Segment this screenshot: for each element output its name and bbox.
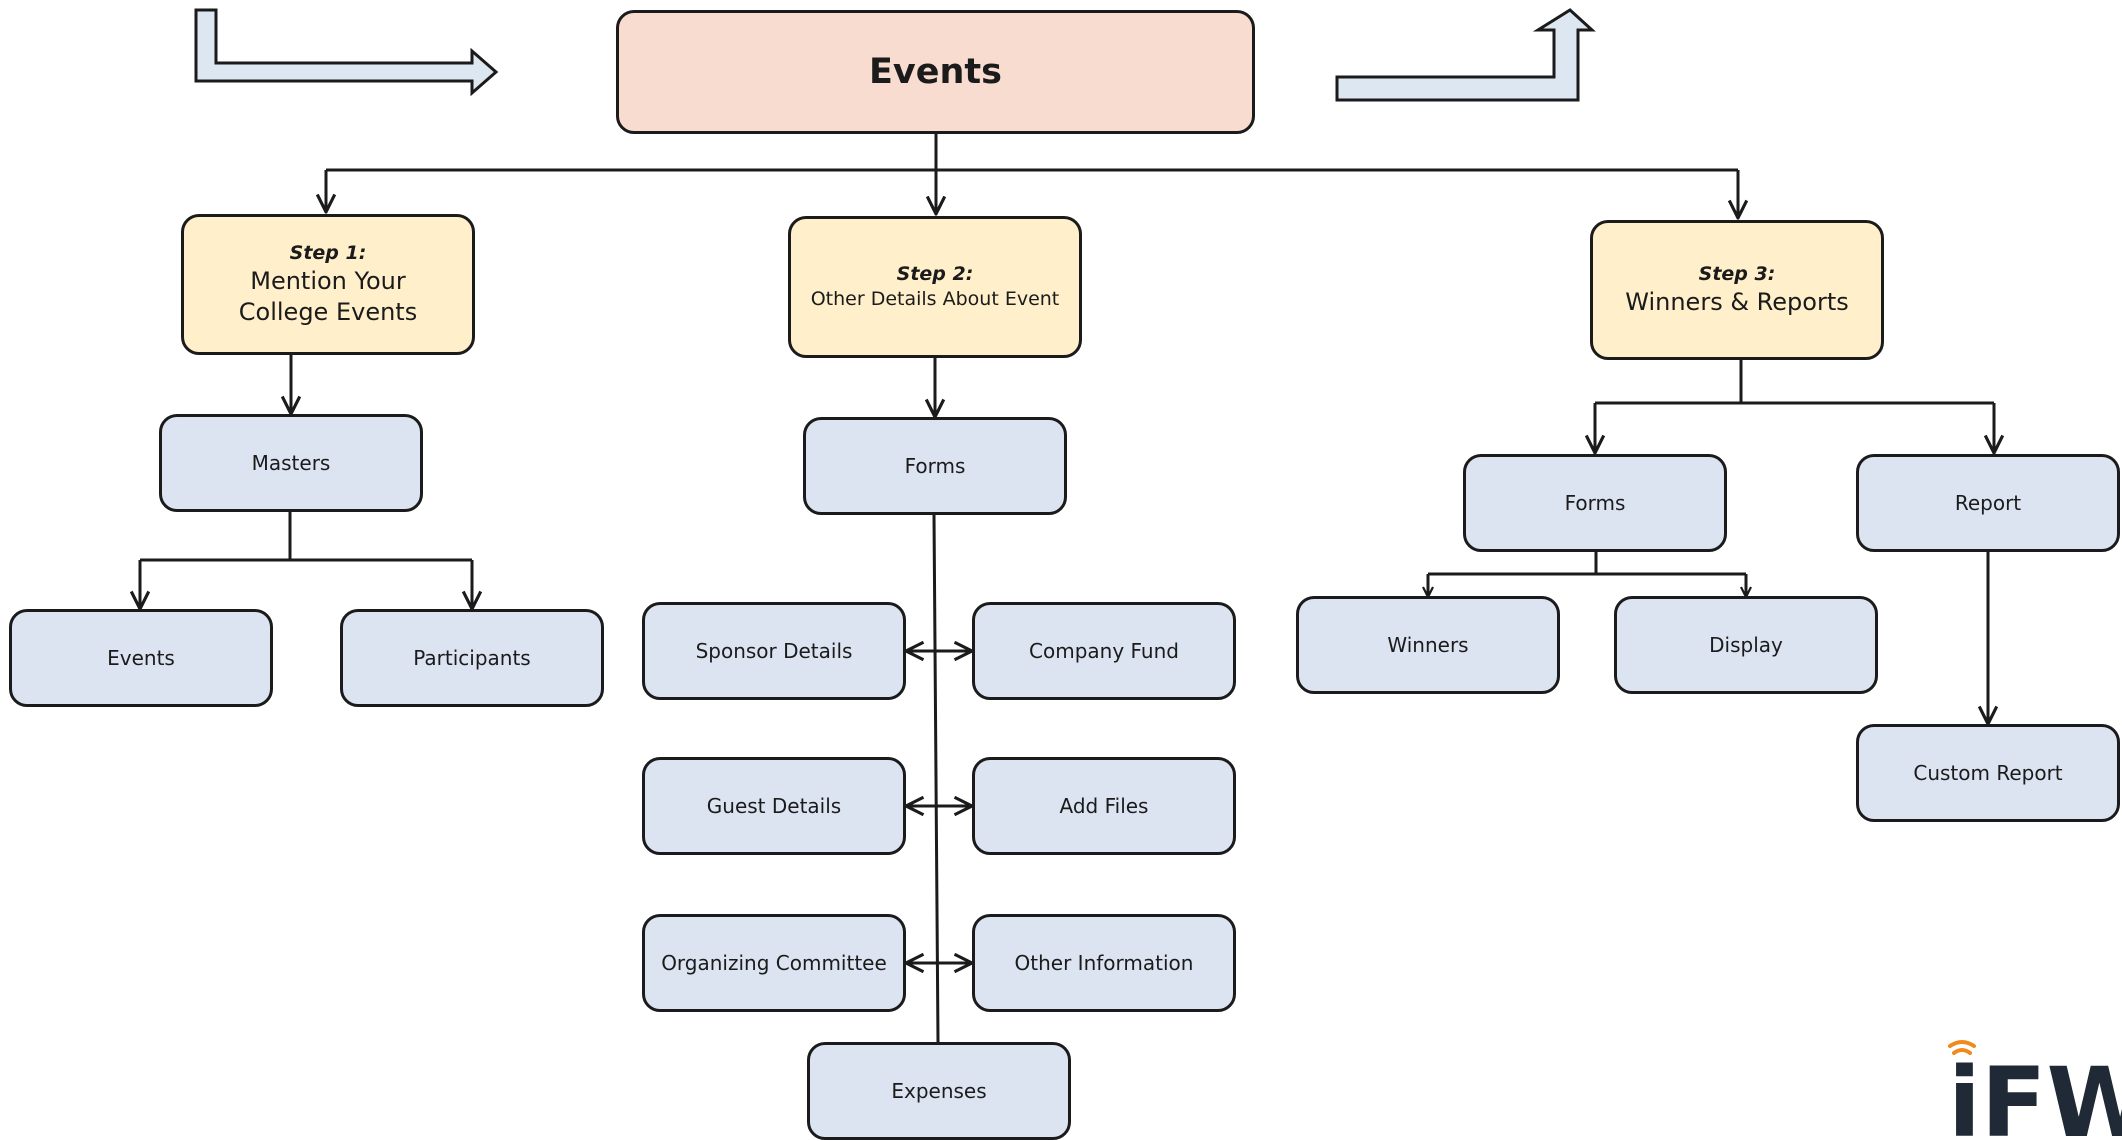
expenses-label: Expenses <box>891 1079 987 1103</box>
expenses-node: Expenses <box>807 1042 1071 1140</box>
display-label: Display <box>1709 633 1783 657</box>
decorative-arrow-left-icon <box>194 8 499 97</box>
report-node: Report <box>1856 454 2120 552</box>
sponsor-details-node: Sponsor Details <box>642 602 906 700</box>
decorative-arrow-right-icon <box>1335 8 1596 102</box>
events-label: Events <box>107 646 175 670</box>
step3-node: Step 3: Winners & Reports <box>1590 220 1884 360</box>
step1-label: Step 1: <box>289 241 367 264</box>
company-fund-node: Company Fund <box>972 602 1236 700</box>
step3-text: Winners & Reports <box>1625 287 1849 316</box>
display-node: Display <box>1614 596 1878 694</box>
forms-node-step2: Forms <box>803 417 1067 515</box>
forms-node-step3: Forms <box>1463 454 1727 552</box>
add-files-node: Add Files <box>972 757 1236 855</box>
step2-label: Step 2: <box>896 263 974 286</box>
other-information-label: Other Information <box>1014 951 1194 975</box>
logo-text: iFW <box>1948 1047 2122 1141</box>
company-fund-label: Company Fund <box>1029 639 1179 663</box>
winners-label: Winners <box>1387 633 1469 657</box>
events-node: Events <box>9 609 273 707</box>
forms-label-step3: Forms <box>1564 491 1626 515</box>
forms-label-step2: Forms <box>904 454 966 478</box>
step1-text: Mention Your College Events <box>238 266 418 326</box>
step2-text: Other Details About Event <box>810 288 1060 310</box>
organizing-committee-node: Organizing Committee <box>642 914 906 1012</box>
participants-label: Participants <box>413 646 531 670</box>
logo-wifi-icon <box>1948 1040 1976 1055</box>
report-label: Report <box>1954 491 2022 515</box>
masters-label: Masters <box>251 451 331 475</box>
step1-node: Step 1: Mention Your College Events <box>181 214 475 355</box>
custom-report-node: Custom Report <box>1856 724 2120 822</box>
custom-report-label: Custom Report <box>1913 761 2063 785</box>
step2-node: Step 2: Other Details About Event <box>788 216 1082 358</box>
root-label: Events <box>869 52 1002 92</box>
masters-node: Masters <box>159 414 423 512</box>
root-node: Events <box>616 10 1255 134</box>
guest-details-label: Guest Details <box>706 794 842 818</box>
organizing-committee-label: Organizing Committee <box>661 951 887 975</box>
participants-node: Participants <box>340 609 604 707</box>
step3-label: Step 3: <box>1698 263 1776 286</box>
other-information-node: Other Information <box>972 914 1236 1012</box>
winners-node: Winners <box>1296 596 1560 694</box>
sponsor-details-label: Sponsor Details <box>695 639 853 663</box>
ifw-logo: iFW <box>1948 1040 2122 1141</box>
guest-details-node: Guest Details <box>642 757 906 855</box>
add-files-label: Add Files <box>1059 794 1149 818</box>
